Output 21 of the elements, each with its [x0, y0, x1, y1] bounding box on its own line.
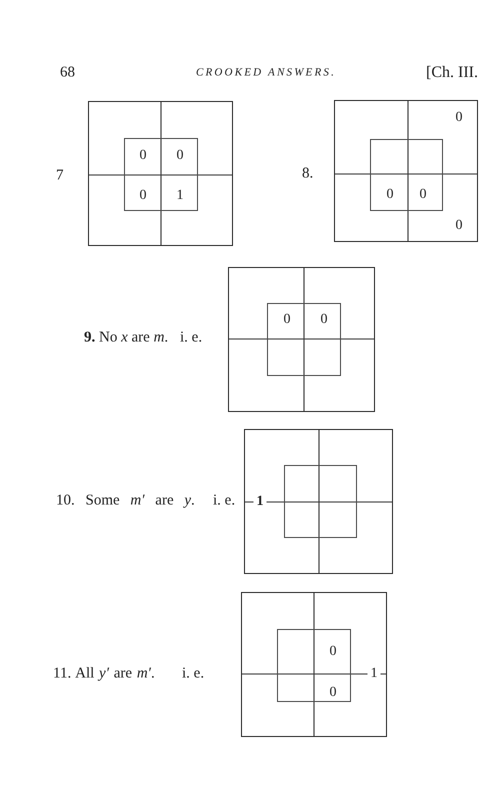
figure-number: 8. — [302, 166, 314, 182]
diagram-square — [88, 101, 233, 246]
abbreviation-text: i. e. — [213, 494, 236, 508]
abbreviation-text: i. e. — [180, 330, 202, 346]
inner-square — [277, 629, 351, 702]
running-head: CROOKED ANSWERS. — [196, 68, 336, 78]
diagram-square — [244, 429, 393, 574]
diagram-square — [334, 100, 478, 242]
inner-square — [124, 138, 198, 211]
inner-square — [284, 465, 357, 538]
inner-square — [267, 303, 341, 376]
figure-number: 7 — [56, 168, 64, 184]
page-number: 68 — [60, 66, 75, 80]
chapter-label: [Ch. III. — [426, 65, 478, 81]
proposition-text: 9. No x are m. — [84, 330, 168, 346]
inner-square — [370, 139, 443, 211]
proposition-text: 10. Some m′ are y. — [56, 494, 195, 508]
proposition-text: 11. All y′ are m′. — [53, 666, 155, 682]
abbreviation-text: i. e. — [182, 666, 204, 682]
diagram-square — [228, 267, 375, 412]
diagram-square — [241, 592, 387, 737]
